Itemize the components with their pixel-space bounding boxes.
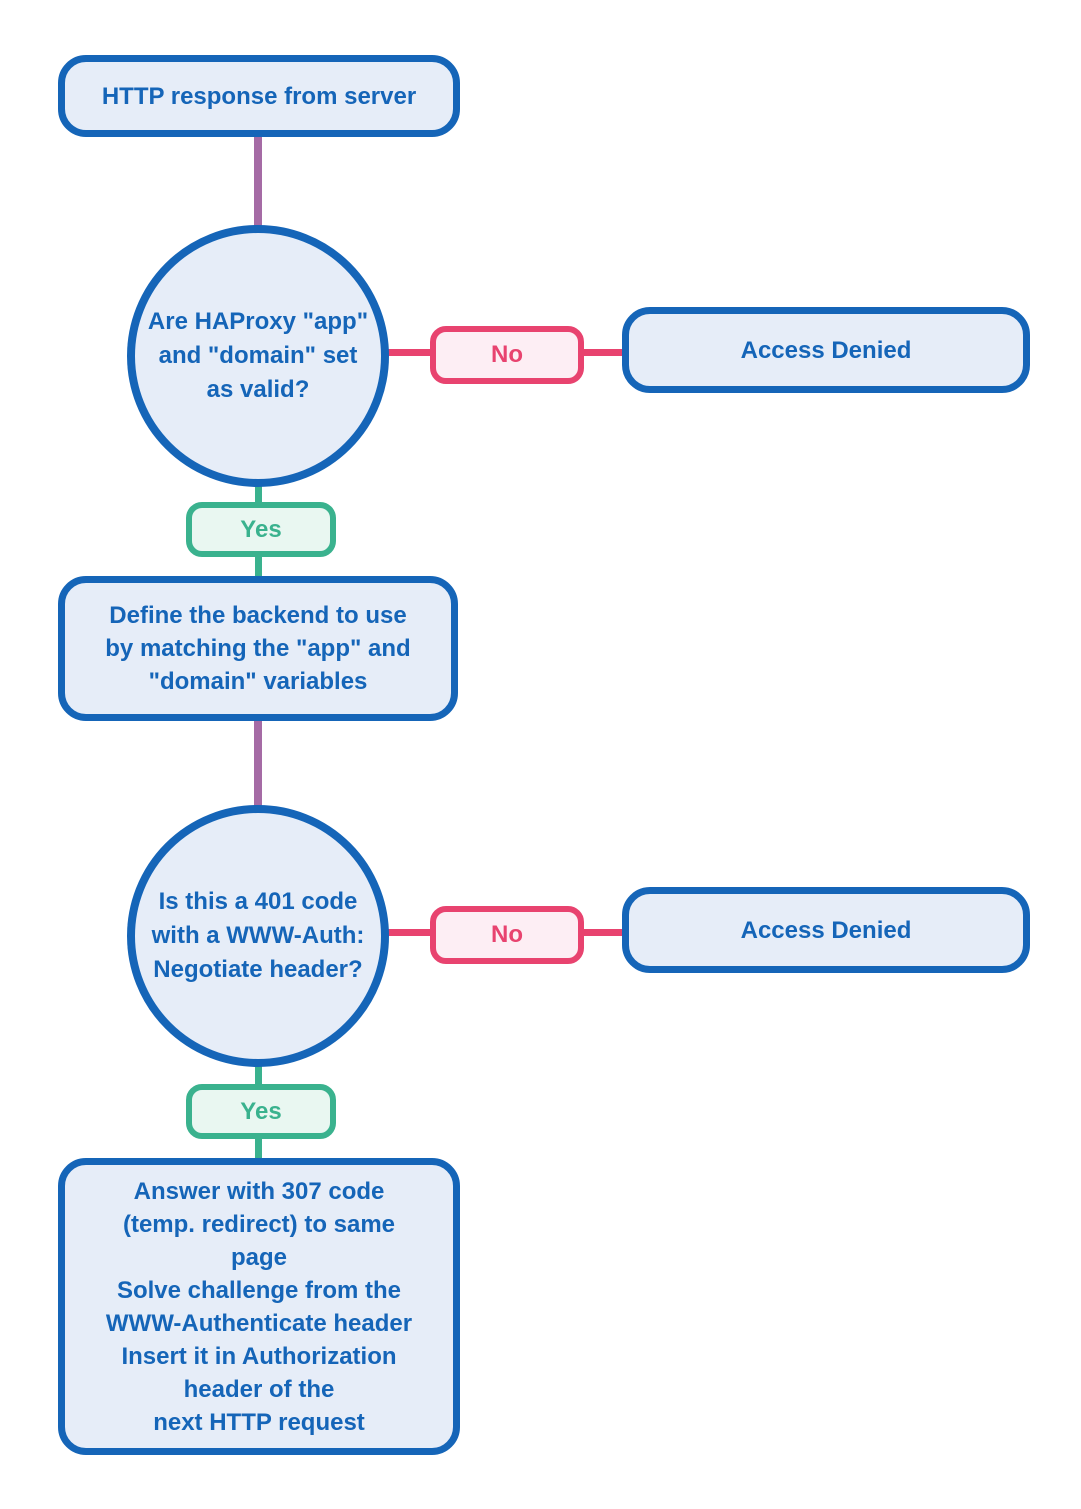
connector-yes2-to-process2 — [255, 1137, 262, 1163]
yes2-label-node: Yes — [186, 1084, 336, 1139]
no1-label-node: No — [430, 326, 584, 384]
start-node: HTTP response from server — [58, 55, 460, 137]
connector-decision1-to-yes1 — [255, 478, 262, 508]
connector-decision1-to-no1 — [384, 349, 434, 356]
yes1-label-node: Yes — [186, 502, 336, 557]
access-denied1-node: Access Denied — [622, 307, 1030, 393]
connector-no1-to-denied1 — [580, 349, 626, 356]
process1-node: Define the backend to use by matching th… — [58, 576, 458, 721]
connector-start-to-decision1 — [254, 135, 262, 235]
connector-yes1-to-process1 — [255, 555, 262, 581]
decision2-node: Is this a 401 code with a WWW-Auth: Nego… — [127, 805, 389, 1067]
connector-process1-to-decision2 — [254, 718, 262, 816]
process2-node: Answer with 307 code (temp. redirect) to… — [58, 1158, 460, 1455]
connector-no2-to-denied2 — [580, 929, 626, 936]
access-denied2-node: Access Denied — [622, 887, 1030, 973]
decision1-node: Are HAProxy "app" and "domain" set as va… — [127, 225, 389, 487]
connector-decision2-to-yes2 — [255, 1058, 262, 1090]
connector-decision2-to-no2 — [384, 929, 434, 936]
no2-label-node: No — [430, 906, 584, 964]
